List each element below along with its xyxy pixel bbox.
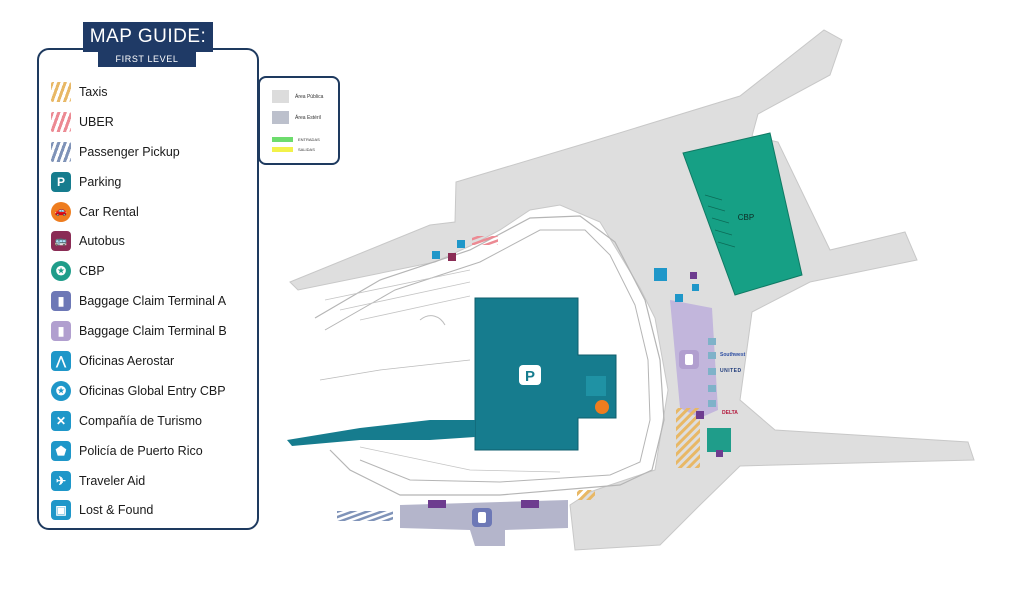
legend-item-traveler-aid[interactable]: ✈ Traveler Aid bbox=[51, 466, 227, 496]
zone-key-label: ENTRADAS bbox=[298, 137, 320, 142]
zone-key-label: Área Pública bbox=[295, 93, 324, 100]
legend-item-passenger-pickup[interactable]: Passenger Pickup bbox=[51, 137, 227, 167]
lost-found-icon: ▣ bbox=[51, 500, 71, 521]
legend-label: Parking bbox=[79, 174, 122, 189]
entrance-swatch bbox=[272, 137, 293, 142]
legend-item-parking[interactable]: P Parking bbox=[51, 167, 227, 197]
parking-icon: P bbox=[51, 171, 71, 192]
svg-text:CBP: CBP bbox=[738, 213, 754, 222]
baggage-b-icon: ▮ bbox=[51, 321, 71, 342]
exit-swatch bbox=[272, 147, 293, 152]
tourism-icon: ✕ bbox=[51, 410, 71, 431]
legend-item-baggage-b[interactable]: ▮ Baggage Claim Terminal B bbox=[51, 316, 227, 346]
map-guide-panel bbox=[37, 48, 259, 530]
legend-label: Oficinas Aerostar bbox=[79, 353, 175, 368]
legend-label: CBP bbox=[79, 264, 105, 279]
legend-item-global-entry[interactable]: ✪ Oficinas Global Entry CBP bbox=[51, 376, 227, 406]
traveler-aid-icon: ✈ bbox=[51, 470, 71, 491]
legend-item-aerostar[interactable]: ⋀ Oficinas Aerostar bbox=[51, 346, 227, 376]
legend-label: Baggage Claim Terminal B bbox=[79, 324, 227, 339]
global-entry-icon: ✪ bbox=[51, 380, 71, 401]
airline-delta: DELTA bbox=[722, 410, 738, 416]
zone-key-label: Área Estéril bbox=[295, 114, 321, 121]
svg-text:P: P bbox=[525, 368, 535, 385]
legend-item-police[interactable]: ⬟ Policía de Puerto Rico bbox=[51, 436, 227, 466]
bus-icon: 🚌 bbox=[51, 231, 71, 252]
legend-label: Taxis bbox=[79, 84, 108, 99]
legend-list: Taxis UBER Passenger Pickup P Parking 🚗 … bbox=[51, 77, 227, 525]
pickup-stripes-icon bbox=[51, 141, 71, 162]
legend-item-cbp[interactable]: ✪ CBP bbox=[51, 256, 227, 286]
legend-item-uber[interactable]: UBER bbox=[51, 107, 227, 137]
legend-item-taxis[interactable]: Taxis bbox=[51, 77, 227, 107]
legend-item-car-rental[interactable]: 🚗 Car Rental bbox=[51, 197, 227, 227]
legend-label: Lost & Found bbox=[79, 503, 154, 518]
cbp-icon: ✪ bbox=[51, 261, 71, 282]
legend-item-baggage-a[interactable]: ▮ Baggage Claim Terminal A bbox=[51, 286, 227, 316]
zone-key-sterile: Área Estéril bbox=[272, 111, 321, 124]
public-area-swatch bbox=[272, 90, 289, 103]
legend-item-lost-found[interactable]: ▣ Lost & Found bbox=[51, 495, 227, 525]
airline-southwest: Southwest bbox=[720, 352, 746, 358]
legend-label: Autobus bbox=[79, 234, 125, 249]
legend-label: Policía de Puerto Rico bbox=[79, 443, 203, 458]
legend-label: Passenger Pickup bbox=[79, 144, 180, 159]
zone-key-label: SALIDAS bbox=[298, 147, 315, 152]
baggage-a-icon: ▮ bbox=[51, 291, 71, 312]
legend-label: Traveler Aid bbox=[79, 473, 146, 488]
uber-stripes-icon bbox=[51, 111, 71, 132]
zone-key-entrances: ENTRADAS bbox=[272, 137, 320, 142]
sterile-area-swatch bbox=[272, 111, 289, 124]
airline-united: UNITED bbox=[720, 368, 742, 374]
zone-key-public: Área Pública bbox=[272, 90, 323, 103]
legend-item-tourism[interactable]: ✕ Compañía de Turismo bbox=[51, 406, 227, 436]
aerostar-icon: ⋀ bbox=[51, 350, 71, 371]
map-guide-title: MAP GUIDE: bbox=[83, 22, 213, 52]
legend-item-autobus[interactable]: 🚌 Autobus bbox=[51, 226, 227, 256]
map-guide-subtitle: FIRST LEVEL bbox=[98, 52, 196, 67]
police-icon: ⬟ bbox=[51, 440, 71, 461]
parking-garage bbox=[474, 297, 617, 451]
legend-label: UBER bbox=[79, 114, 114, 129]
taxi-stripes-icon bbox=[51, 81, 71, 102]
car-icon: 🚗 bbox=[51, 201, 71, 222]
zone-key-panel: Área Pública Área Estéril ENTRADAS SALID… bbox=[258, 76, 340, 165]
terminal-building bbox=[289, 29, 975, 551]
legend-label: Oficinas Global Entry CBP bbox=[79, 383, 226, 398]
cbp-building bbox=[682, 132, 803, 296]
car-rental-marker bbox=[595, 400, 609, 414]
legend-label: Baggage Claim Terminal A bbox=[79, 294, 227, 309]
walkway bbox=[287, 420, 475, 446]
legend-label: Compañía de Turismo bbox=[79, 413, 202, 428]
parking-badge bbox=[519, 365, 541, 385]
legend-label: Car Rental bbox=[79, 204, 139, 219]
zone-key-exits: SALIDAS bbox=[272, 147, 315, 152]
